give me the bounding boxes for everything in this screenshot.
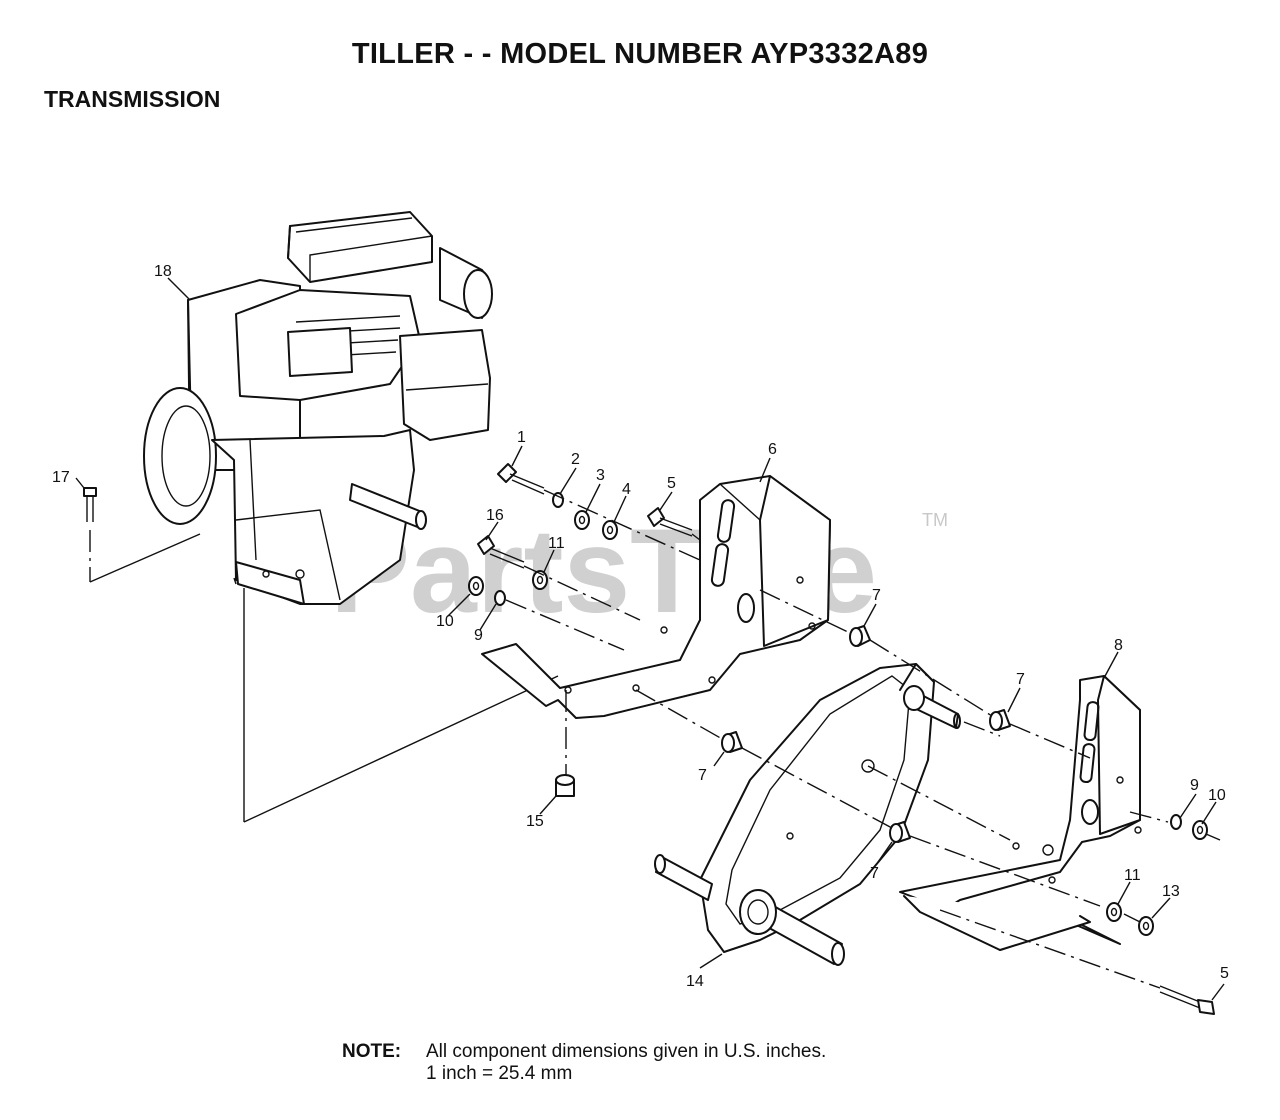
callout-5-upper: 5 (667, 475, 676, 492)
part-lockwasher-9-right (1170, 814, 1182, 830)
callout-4: 4 (622, 481, 631, 498)
callout-8: 8 (1114, 637, 1123, 654)
callout-13: 13 (1162, 883, 1180, 900)
part-washer-11-lower (1106, 902, 1122, 922)
left-transmission-bracket (481, 475, 831, 719)
page-title: TILLER - - MODEL NUMBER AYP3332A89 (351, 38, 929, 70)
part-bolt-5-upper (647, 507, 693, 537)
callout-16: 16 (486, 507, 504, 524)
callout-9-right: 9 (1190, 777, 1199, 794)
part-spacer-7-d (889, 821, 911, 843)
part-nut-13 (1138, 916, 1154, 936)
callout-5-lower: 5 (1220, 965, 1229, 982)
callout-2: 2 (571, 451, 580, 468)
note-label: NOTE: (342, 1041, 402, 1062)
callout-1: 1 (517, 429, 526, 446)
callout-18: 18 (154, 263, 172, 280)
engine-assembly (143, 211, 493, 605)
callout-10-left: 10 (436, 613, 454, 630)
callout-7-d: 7 (870, 865, 879, 882)
section-title: TRANSMISSION (44, 86, 221, 112)
part-lockwasher-9-left (494, 590, 506, 606)
callout-10-right: 10 (1208, 787, 1226, 804)
callout-7-c: 7 (698, 767, 707, 784)
callout-7-b: 7 (1016, 671, 1025, 688)
part-bolt-5-lower (1159, 985, 1215, 1015)
callout-7-a: 7 (872, 587, 881, 604)
dimension-note: NOTE: All component dimensions given in U… (342, 1041, 826, 1085)
part-bolt-16 (477, 535, 525, 569)
callout-9-left: 9 (474, 627, 483, 644)
part-washer-3 (574, 510, 590, 530)
callout-15: 15 (526, 813, 544, 830)
callout-3: 3 (596, 467, 605, 484)
part-nut-10-left (468, 576, 484, 596)
transmission-housing (654, 663, 961, 966)
watermark-trademark: TM (922, 510, 948, 530)
part-bolt-17 (83, 487, 97, 522)
callout-17: 17 (52, 469, 70, 486)
right-transmission-bracket (899, 675, 1142, 951)
callout-14: 14 (686, 973, 704, 990)
part-lockwasher-2 (552, 492, 564, 508)
part-nut-10-right (1192, 820, 1208, 840)
part-nut-15 (555, 774, 575, 797)
callout-6: 6 (768, 441, 777, 458)
part-spacer-7-b (989, 709, 1011, 731)
part-bolt-1 (497, 463, 545, 495)
part-spacer-7-a (849, 625, 871, 647)
part-spacer-7-c (721, 731, 743, 753)
part-washer-4 (602, 520, 618, 540)
note-line-2: 1 inch = 25.4 mm (426, 1063, 573, 1084)
callout-11-upper: 11 (548, 535, 565, 552)
callout-11-lower: 11 (1124, 867, 1141, 884)
note-line-1: All component dimensions given in U.S. i… (426, 1041, 827, 1062)
